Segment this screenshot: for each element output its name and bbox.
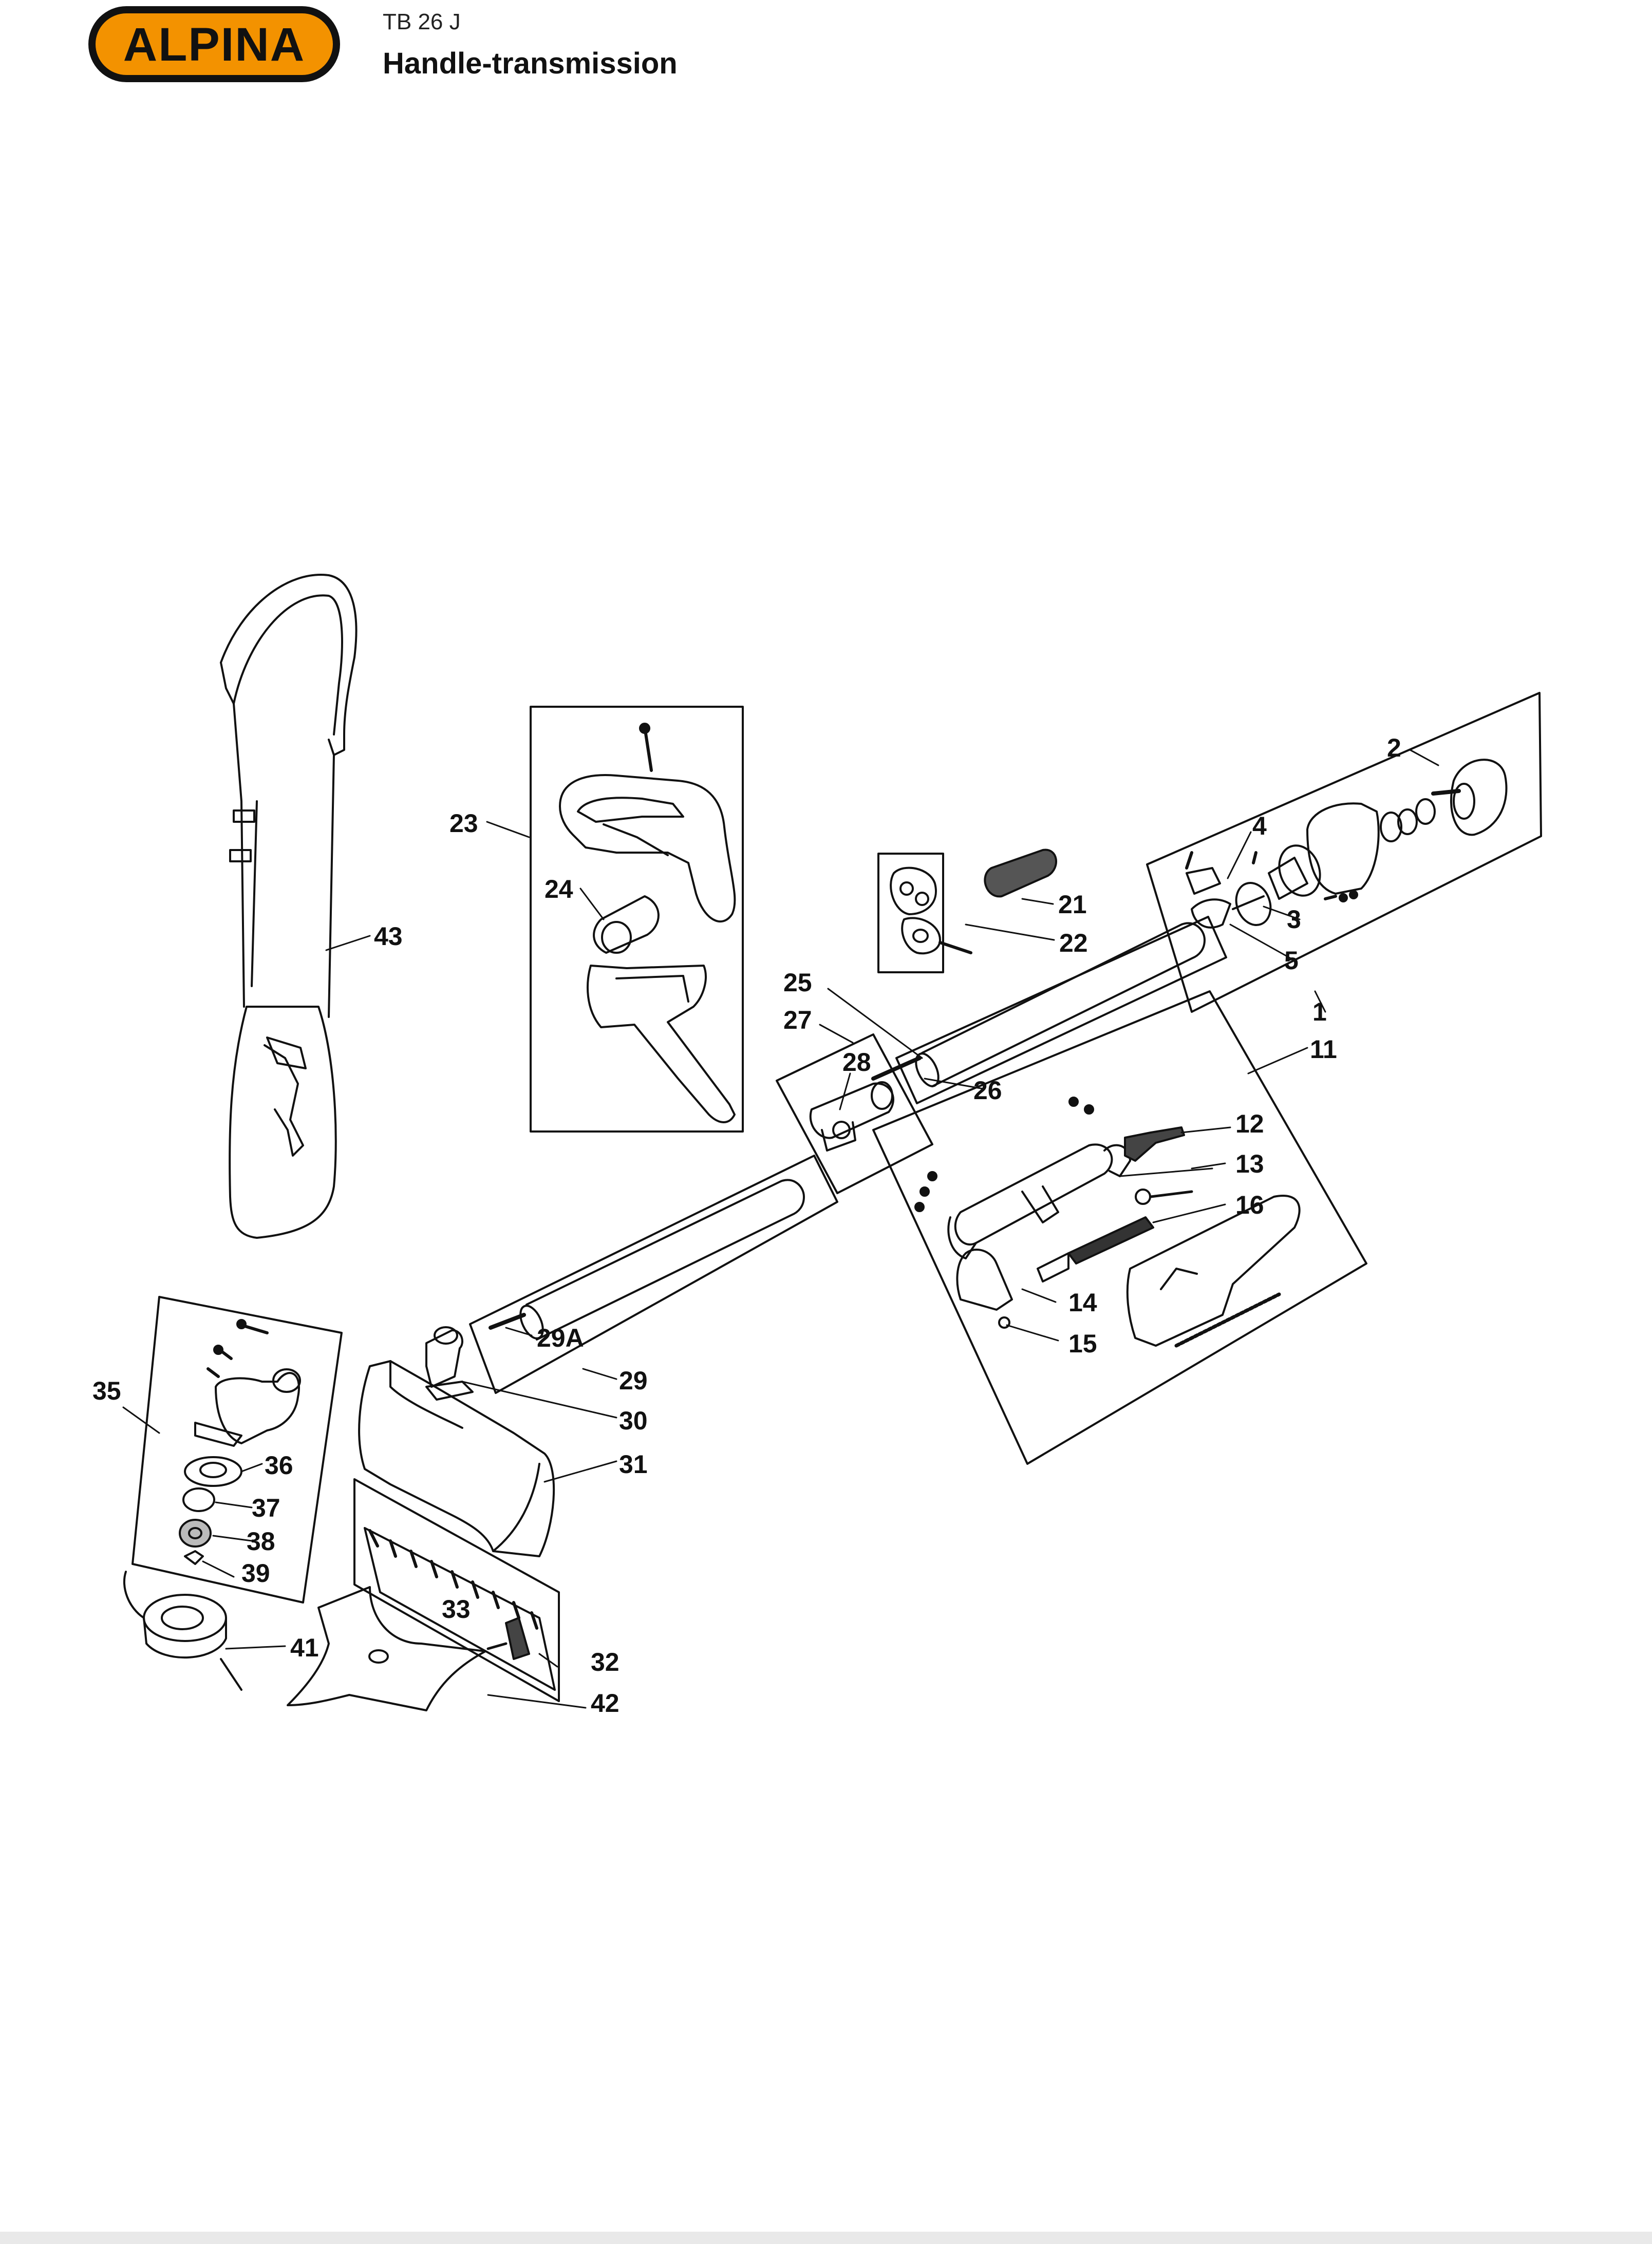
group-box-29 bbox=[469, 1155, 838, 1394]
callout-37: 37 bbox=[252, 1494, 280, 1522]
callout-38: 38 bbox=[247, 1527, 275, 1556]
throttle-cable bbox=[1067, 1216, 1154, 1265]
lower-drive-tube bbox=[489, 1179, 805, 1341]
group-box-11 bbox=[872, 990, 1367, 1465]
nut-39 bbox=[184, 1550, 204, 1565]
callout-14: 14 bbox=[1068, 1288, 1097, 1317]
callout-26: 26 bbox=[973, 1076, 1002, 1105]
group-box-27 bbox=[776, 1033, 933, 1194]
callout-35: 35 bbox=[92, 1376, 121, 1405]
loop-handle bbox=[559, 723, 736, 1123]
clutch-drum-2 bbox=[1450, 759, 1508, 836]
callout-36: 36 bbox=[265, 1451, 293, 1480]
drive-shaft-29A bbox=[489, 1313, 526, 1330]
callout-15: 15 bbox=[1068, 1329, 1097, 1358]
callout-28: 28 bbox=[842, 1048, 871, 1077]
group-box-1 bbox=[1146, 692, 1542, 1013]
throttle-housing-right bbox=[1126, 1195, 1301, 1347]
logo-wordmark: ALPINA bbox=[123, 18, 305, 71]
gear-cover-36 bbox=[184, 1456, 242, 1487]
harness-buckle-bottom bbox=[229, 849, 252, 862]
callout-23: 23 bbox=[449, 809, 478, 838]
clutch-bracket-5 bbox=[1191, 898, 1231, 929]
group-box-25 bbox=[895, 916, 1227, 1104]
leader-lines bbox=[122, 749, 1439, 1709]
handle-clamp-lower bbox=[587, 965, 736, 1123]
callout-29A: 29A bbox=[537, 1324, 584, 1352]
throttle-trigger-12 bbox=[1124, 1126, 1185, 1162]
upper-drive-tube bbox=[871, 922, 1206, 1087]
throttle-housing-left bbox=[954, 1143, 1113, 1246]
callout-29: 29 bbox=[619, 1366, 648, 1395]
shaft-coupling-28 bbox=[809, 1081, 894, 1152]
callout-32: 32 bbox=[591, 1648, 620, 1676]
group-box-32 bbox=[353, 1478, 560, 1702]
page-bottom-strip bbox=[0, 2232, 1652, 2244]
shaft-bracket-30 bbox=[425, 1326, 474, 1401]
model-code: TB 26 J bbox=[383, 9, 461, 34]
callout-21: 21 bbox=[1058, 890, 1087, 919]
shoulder-harness bbox=[220, 574, 358, 1239]
callout-3: 3 bbox=[1287, 905, 1301, 934]
spring-15 bbox=[998, 1316, 1010, 1329]
callout-42: 42 bbox=[591, 1689, 620, 1718]
drive-shaft-26 bbox=[871, 1056, 922, 1081]
return-spring bbox=[1174, 1292, 1281, 1348]
harness-hip-pad bbox=[229, 1006, 337, 1239]
clutch-bracket-4 bbox=[1186, 867, 1221, 895]
clutch-housing-group bbox=[1185, 759, 1508, 929]
group-box-23 bbox=[530, 706, 744, 1133]
handle-sleeve-24 bbox=[593, 895, 660, 954]
grass-guard-31 bbox=[358, 1360, 555, 1557]
logo-badge bbox=[96, 13, 333, 75]
callout-31: 31 bbox=[619, 1450, 648, 1479]
callout-5: 5 bbox=[1284, 946, 1299, 975]
ignition-switch-16 bbox=[1149, 1190, 1193, 1198]
group-box-21-22 bbox=[877, 853, 944, 973]
callout-41: 41 bbox=[290, 1633, 319, 1662]
front-clamp-grip bbox=[890, 848, 1057, 955]
gear-housing-35 bbox=[215, 1372, 300, 1444]
callout-16: 16 bbox=[1235, 1191, 1264, 1219]
shield-bracket-33 bbox=[505, 1617, 530, 1660]
alpina-logo: ALPINA bbox=[88, 6, 340, 82]
callout-22: 22 bbox=[1059, 929, 1088, 957]
callout-25: 25 bbox=[783, 968, 812, 997]
group-box-35 bbox=[132, 1296, 343, 1604]
callout-11: 11 bbox=[1310, 1035, 1337, 1064]
callout-33: 33 bbox=[442, 1595, 471, 1624]
callout-30: 30 bbox=[619, 1406, 648, 1435]
throttle-handle-assembly bbox=[914, 1097, 1301, 1348]
callout-1: 1 bbox=[1312, 997, 1327, 1026]
callout-39: 39 bbox=[241, 1559, 270, 1588]
trimmer-head-41 bbox=[123, 1571, 242, 1691]
bushing-37 bbox=[182, 1487, 215, 1512]
debris-shield-32 bbox=[364, 1527, 556, 1691]
callout-12: 12 bbox=[1235, 1109, 1264, 1138]
callout-labels: 2 4 3 5 1 11 12 13 16 14 15 21 22 23 24 … bbox=[92, 733, 1401, 1718]
callout-4: 4 bbox=[1252, 812, 1267, 840]
grip-21 bbox=[984, 848, 1057, 898]
clutch-sleeve-3 bbox=[1268, 857, 1308, 900]
callout-24: 24 bbox=[545, 875, 573, 903]
callout-43: 43 bbox=[374, 922, 403, 951]
page-title: Handle-transmission bbox=[383, 47, 678, 80]
callout-13: 13 bbox=[1235, 1149, 1264, 1178]
gearhead-assembly bbox=[179, 1319, 301, 1565]
washer-38 bbox=[179, 1519, 212, 1548]
handle-bolt bbox=[643, 725, 653, 772]
throttle-lever-14 bbox=[956, 1248, 1013, 1311]
callout-27: 27 bbox=[783, 1006, 812, 1034]
callout-2: 2 bbox=[1387, 733, 1401, 762]
cutting-blade-42 bbox=[287, 1586, 486, 1711]
harness-buckle-top bbox=[233, 809, 255, 823]
clutch-housing bbox=[1306, 802, 1380, 895]
